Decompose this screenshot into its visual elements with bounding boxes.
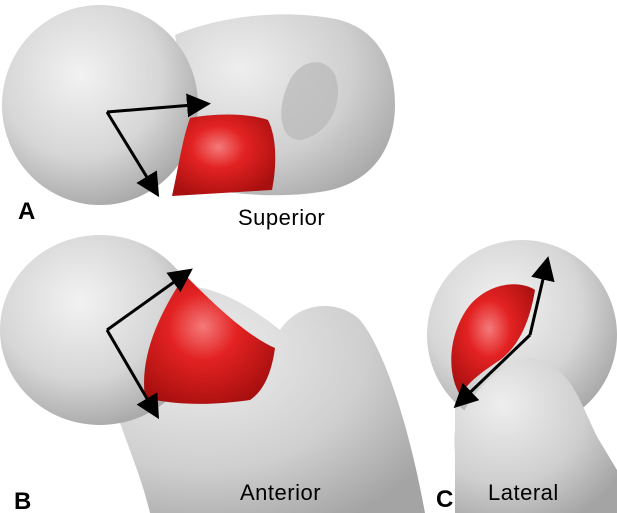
panel-c-letter: C [436,486,453,513]
panel-b-view-label: Anterior [240,480,321,506]
panel-b-letter: B [14,488,31,513]
panel-c-view-label: Lateral [488,480,559,506]
panel-a-lesion [172,115,275,197]
panel-a-letter: A [18,198,35,226]
panel-a-view-label: Superior [238,205,325,231]
